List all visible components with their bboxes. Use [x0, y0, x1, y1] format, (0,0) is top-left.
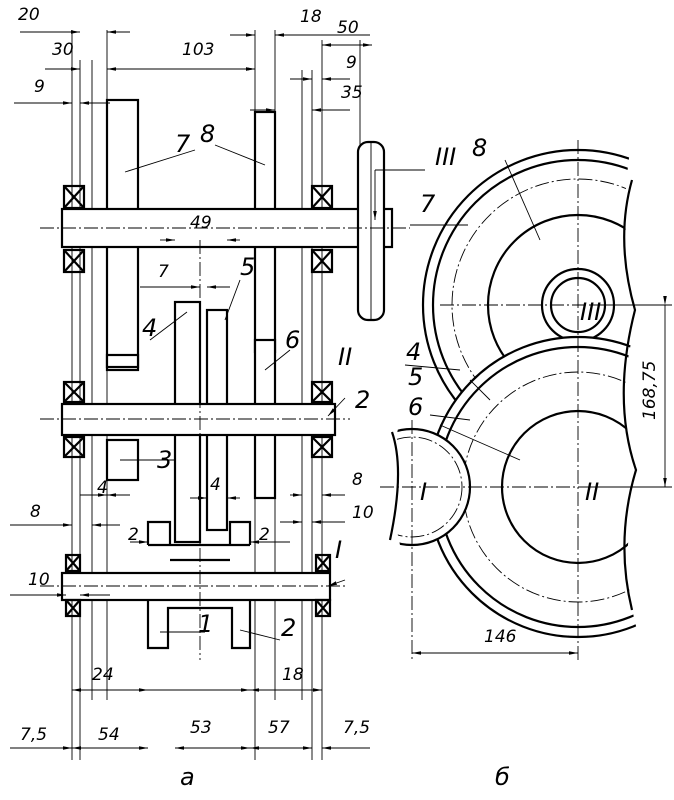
break-mask-left — [345, 420, 400, 545]
label-part-5: 5 — [240, 253, 255, 281]
gear-block-2 — [146, 520, 252, 562]
dimensions-b — [404, 159, 672, 655]
dim-10-right: 10 — [352, 503, 374, 523]
label-b-part-4: 4 — [406, 338, 421, 366]
label-b-shaft-III: III — [580, 298, 601, 326]
center-lines — [40, 227, 410, 660]
view-a-section: 20 30 103 9 18 50 9 35 49 7 8 4 4 2 2 10… — [10, 5, 456, 791]
label-b-part-8: 8 — [472, 134, 487, 162]
dim-49: 49 — [190, 213, 212, 233]
label-shaft-III: III — [435, 143, 456, 171]
leader-lines — [120, 144, 425, 641]
caption-a: а — [180, 763, 195, 791]
dim-146: 146 — [484, 627, 517, 647]
gear-4-hub — [105, 353, 140, 369]
label-b-part-2: 2 — [355, 386, 370, 414]
dim-2-right: 2 — [259, 525, 270, 545]
dim-2-left: 2 — [128, 525, 139, 545]
label-part-6: 6 — [285, 326, 300, 354]
dim-4-mid: 4 — [210, 475, 221, 495]
dim-30: 30 — [52, 40, 74, 60]
break-mask-right — [625, 140, 674, 640]
break-line-right — [622, 179, 638, 611]
dim-7-5-right: 7,5 — [343, 718, 370, 738]
dim-53: 53 — [190, 718, 212, 738]
dim-54: 54 — [98, 725, 120, 745]
dim-35: 35 — [341, 83, 363, 103]
dim-7-5-left: 7,5 — [20, 725, 47, 745]
dim-8-left: 8 — [30, 502, 41, 522]
label-b-shaft-II: II — [585, 478, 599, 506]
view-b-section: 8 7 4 5 2 6 III II I 168,75 146 б — [345, 134, 674, 791]
dim-20: 20 — [18, 5, 40, 25]
dim-168-75: 168,75 — [640, 361, 660, 420]
dim-4-left: 4 — [97, 478, 108, 498]
dim-50: 50 — [337, 18, 359, 38]
label-part-1: 1 — [198, 610, 213, 638]
shaft-I — [60, 571, 332, 602]
dim-24: 24 — [92, 665, 114, 685]
label-part-2: 2 — [281, 614, 296, 642]
dim-8-right: 8 — [352, 470, 363, 490]
label-part-4: 4 — [142, 314, 157, 342]
dim-18-bottom: 18 — [282, 665, 304, 685]
caption-b: б — [495, 763, 510, 791]
label-b-part-7: 7 — [420, 190, 436, 218]
label-part-3: 3 — [157, 446, 172, 474]
break-line-left — [388, 431, 400, 541]
dim-57: 57 — [268, 718, 290, 738]
label-b-part-6: 6 — [408, 393, 423, 421]
gear-block-1 — [146, 600, 252, 650]
dim-10-left: 10 — [28, 570, 50, 590]
label-b-part-5: 5 — [408, 363, 423, 391]
label-part-7: 7 — [175, 130, 191, 158]
label-shaft-I: I — [335, 536, 342, 564]
dimension-lines — [10, 30, 380, 750]
dim-7: 7 — [158, 262, 169, 282]
label-part-8: 8 — [200, 120, 215, 148]
dim-18-top: 18 — [300, 7, 322, 27]
dim-9-left: 9 — [34, 77, 45, 97]
label-b-shaft-I: I — [420, 478, 427, 506]
top-layer-labels: 8 10 — [352, 470, 374, 523]
dim-9-right: 9 — [346, 53, 357, 73]
dim-103: 103 — [182, 40, 214, 60]
label-shaft-II: II — [338, 343, 352, 371]
shaft-II — [60, 402, 337, 437]
bearings — [62, 184, 334, 618]
